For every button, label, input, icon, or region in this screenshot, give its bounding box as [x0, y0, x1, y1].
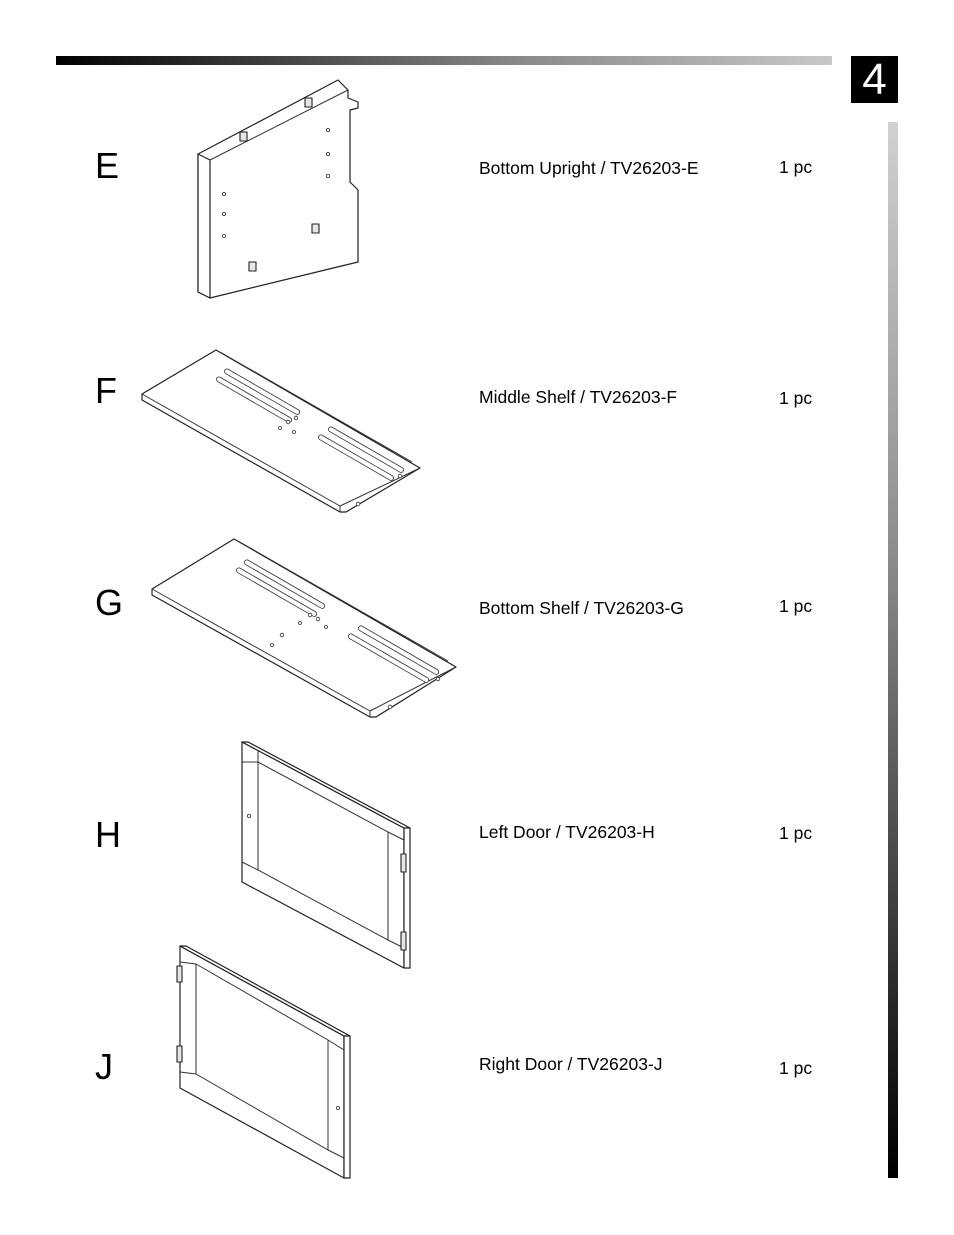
- part-j-letter: J: [95, 1046, 113, 1087]
- part-f-illustration: [141, 349, 421, 513]
- part-f-quantity: 1 pc: [779, 388, 813, 408]
- part-e-quantity: 1 pc: [779, 157, 813, 177]
- part-g-illustration: [151, 538, 457, 718]
- part-j-quantity: 1 pc: [779, 1058, 813, 1078]
- part-g-description: Bottom Shelf / TV26203-G: [479, 598, 684, 618]
- part-e-description: Bottom Upright / TV26203-E: [479, 158, 699, 178]
- part-g-letter: G: [95, 582, 124, 623]
- part-g-quantity: 1 pc: [779, 596, 813, 616]
- part-e-letter: E: [95, 145, 120, 186]
- part-j-illustration: [176, 945, 351, 1179]
- part-f-letter: F: [95, 370, 117, 411]
- part-h-letter: H: [95, 814, 121, 855]
- header-gradient-bar: [56, 56, 832, 65]
- part-e-illustration: [197, 79, 359, 299]
- side-gradient-bar: [888, 122, 898, 1178]
- part-h-description: Left Door / TV26203-H: [479, 822, 655, 842]
- part-h-illustration: [241, 741, 411, 969]
- part-j-description: Right Door / TV26203-J: [479, 1054, 663, 1074]
- part-f-description: Middle Shelf / TV26203-F: [479, 387, 678, 407]
- part-h-quantity: 1 pc: [779, 823, 813, 843]
- page-number: 4: [851, 56, 898, 103]
